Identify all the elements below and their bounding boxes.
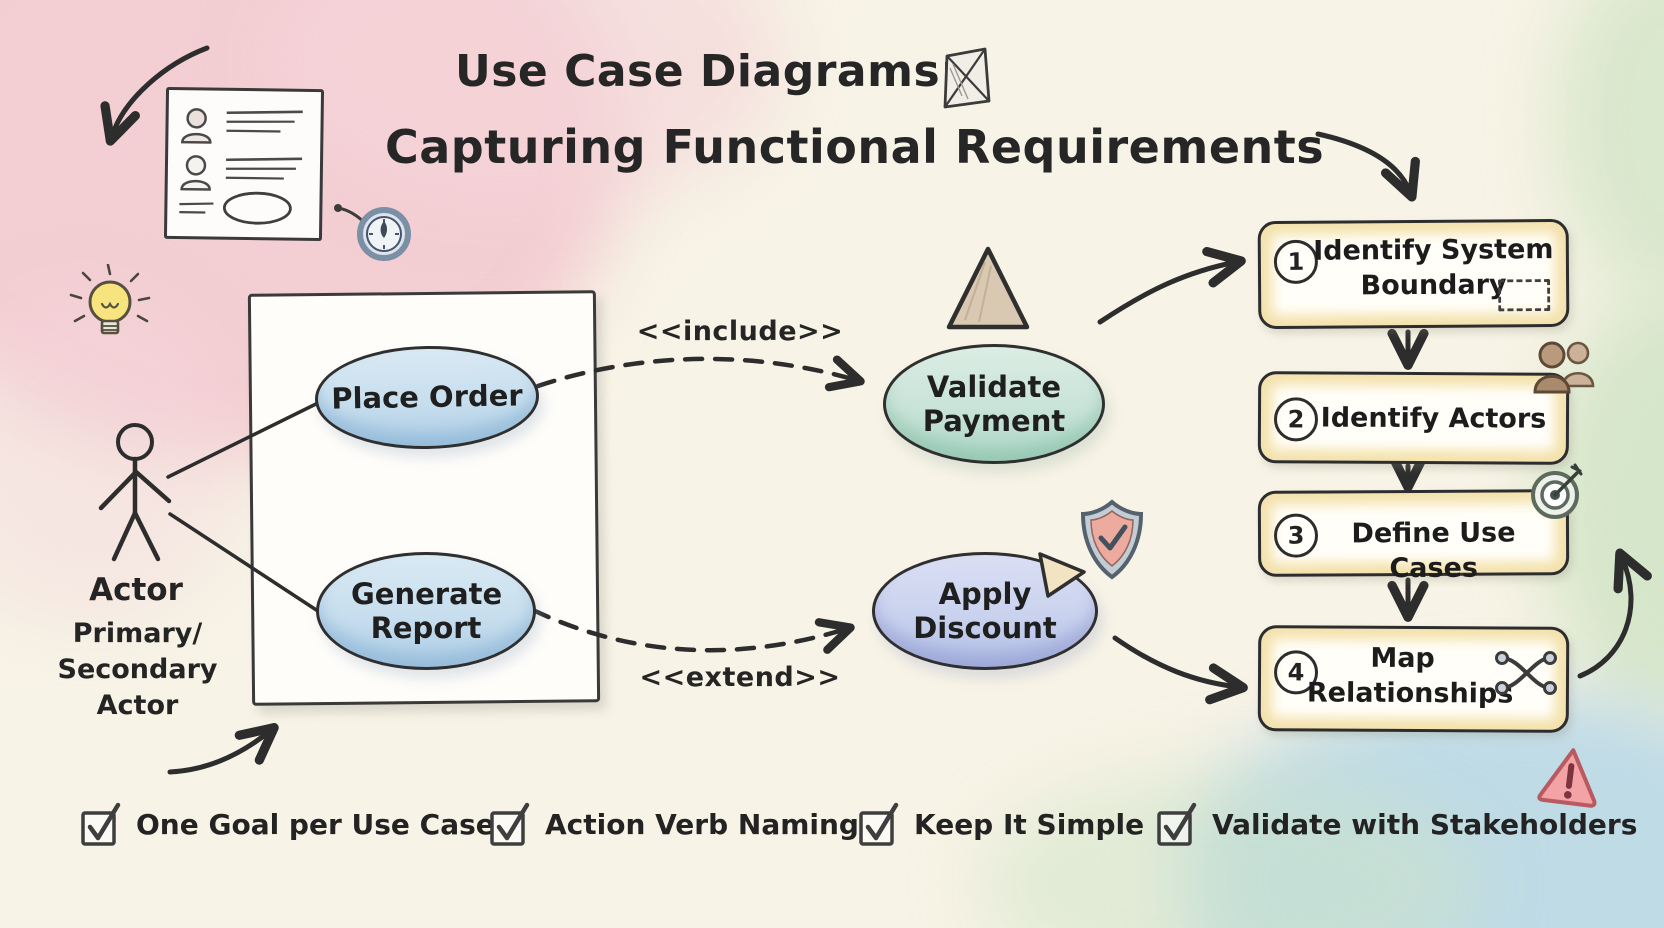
use-case-label: Apply Discount bbox=[913, 576, 1057, 645]
loop-up-arrow bbox=[1577, 548, 1652, 679]
use-case-label: Generate Report bbox=[351, 576, 503, 645]
compass-icon bbox=[334, 204, 411, 261]
step-label: Define Use Cases bbox=[1351, 517, 1516, 585]
use-case-generate-report: Generate Report bbox=[316, 552, 536, 670]
extend-dashed-arrow bbox=[530, 607, 855, 654]
actor-association-lower bbox=[168, 512, 329, 619]
actor-sublabel-line3: Actor bbox=[96, 690, 179, 721]
bottomleft-curved-arrow bbox=[167, 723, 279, 775]
page-fold-corner bbox=[1038, 552, 1086, 598]
relationships-icon bbox=[1495, 651, 1557, 695]
validate-to-step1-arrow bbox=[1097, 246, 1246, 325]
requirements-card-icon bbox=[163, 86, 325, 242]
title-to-step1-arrow bbox=[1315, 131, 1420, 202]
include-stereotype-label: <<include>> bbox=[636, 316, 844, 347]
step-3-define-use-cases: 3 Define Use Cases bbox=[1257, 489, 1570, 584]
people-icon bbox=[1533, 341, 1595, 394]
step-label: Identify Actors bbox=[1320, 402, 1547, 435]
use-case-validate-payment: Validate Payment bbox=[883, 344, 1105, 464]
checkbox-icon bbox=[81, 802, 121, 846]
step-label: Map Relationships bbox=[1306, 642, 1514, 710]
page-title-line1: Use Case Diagrams: bbox=[455, 46, 959, 97]
checkbox-icon bbox=[490, 802, 530, 846]
checklist-item-label: Validate with Stakeholders bbox=[1212, 808, 1638, 841]
dashed-rectangle-icon bbox=[1498, 279, 1551, 312]
diagram-frame-icon bbox=[943, 47, 991, 109]
discount-to-step4-arrow bbox=[1112, 635, 1248, 705]
warning-icon bbox=[1537, 748, 1597, 808]
checklist-item-label: One Goal per Use Case bbox=[136, 808, 495, 841]
actor-label: Actor bbox=[89, 572, 183, 608]
page-title-line2: Capturing Functional Requirements bbox=[385, 120, 1325, 174]
target-icon bbox=[1531, 463, 1583, 519]
lightbulb-icon bbox=[69, 264, 151, 335]
checkbox-icon bbox=[859, 802, 899, 846]
step-1-identify-system-boundary: 1 Identify System Boundary bbox=[1257, 218, 1570, 330]
checklist-item-label: Keep It Simple bbox=[914, 808, 1145, 841]
use-case-label: Validate Payment bbox=[922, 369, 1066, 438]
extend-stereotype-label: <<extend>> bbox=[639, 662, 841, 693]
step-2-identify-actors: 2 Identify Actors bbox=[1257, 371, 1570, 465]
checklist: One Goal per Use Case Action Verb Naming… bbox=[0, 790, 1664, 870]
checklist-item-label: Action Verb Naming bbox=[545, 808, 859, 841]
shield-check-icon bbox=[1080, 499, 1144, 580]
actor-sublabel-line2: Secondary bbox=[57, 654, 218, 685]
use-case-label: Place Order bbox=[331, 378, 523, 417]
actor-sublabel-line1: Primary/ bbox=[72, 618, 203, 649]
pyramid-icon bbox=[946, 246, 1030, 330]
include-dashed-arrow bbox=[535, 355, 865, 392]
actor-figure bbox=[98, 423, 172, 562]
checkbox-icon bbox=[1157, 802, 1197, 846]
